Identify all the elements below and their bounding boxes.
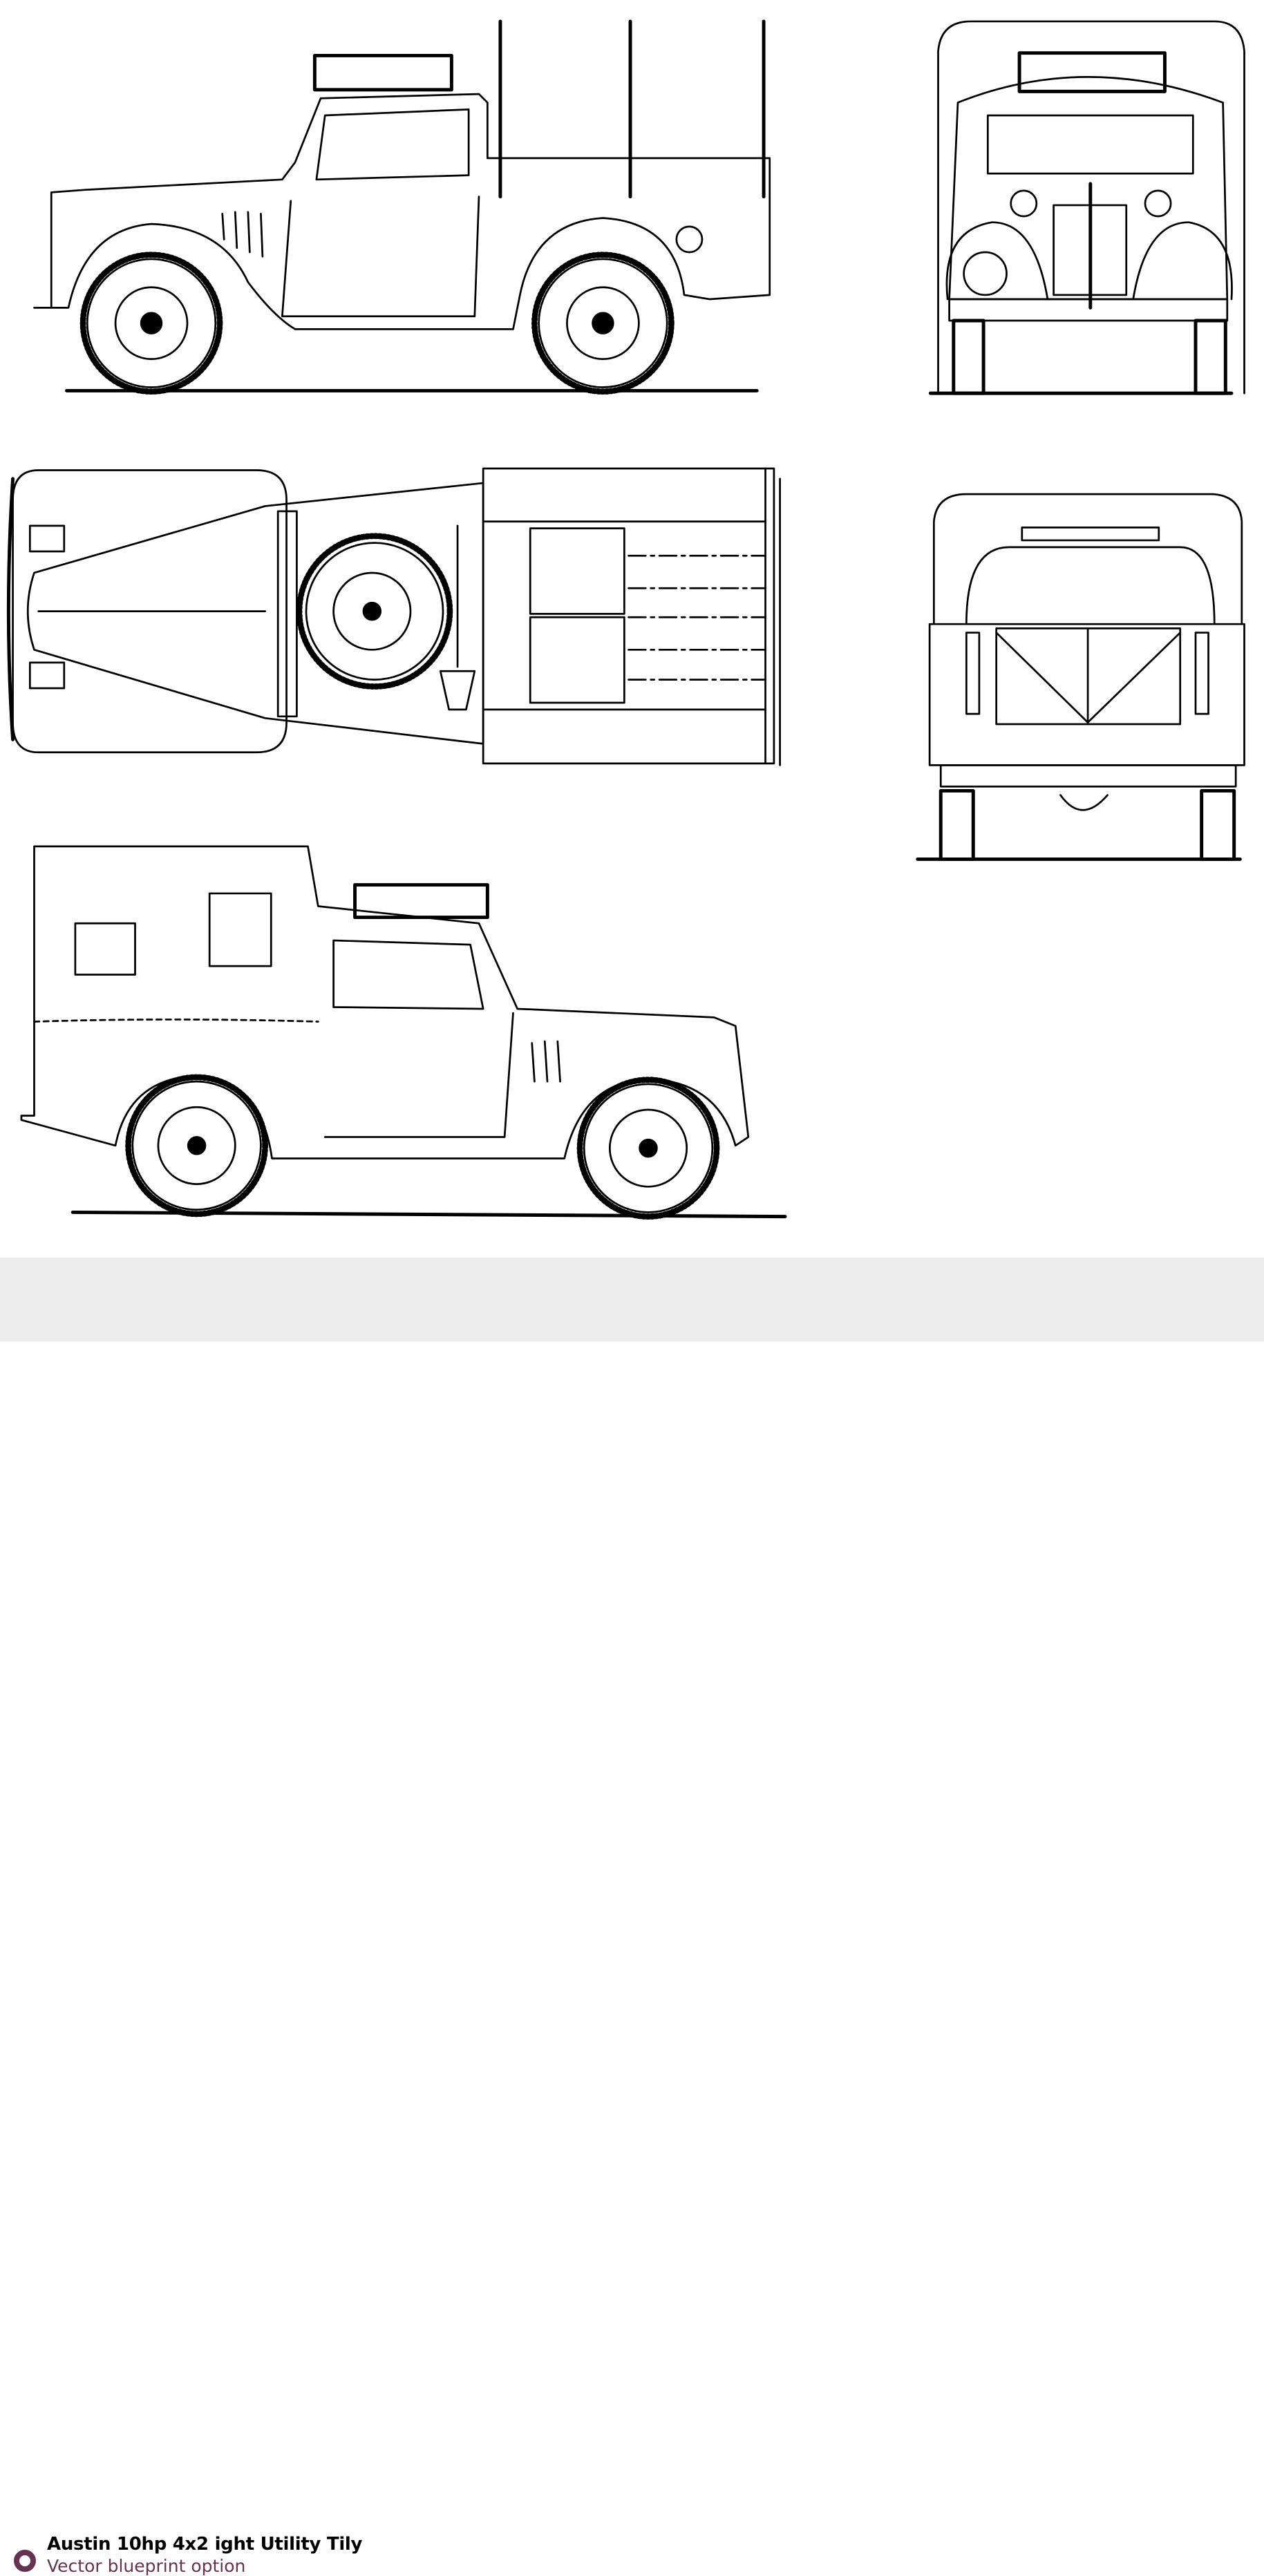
front-view (928, 20, 1245, 395)
rear-view (916, 493, 1245, 861)
blueprint-drawing (6, 19, 1245, 1220)
caption-footer: Austin 10hp 4x2 ight Utility Tily Vector… (0, 1258, 1264, 2576)
blueprint-title: Austin 10hp 4x2 ight Utility Tily (47, 2534, 363, 2555)
side-view-canvas-tilt (20, 845, 787, 1220)
top-view (6, 467, 781, 766)
side-view-canvas-frame (33, 19, 771, 395)
blueprint-subtitle: Vector blueprint option (47, 2556, 246, 2576)
ring-icon (14, 2550, 36, 2572)
